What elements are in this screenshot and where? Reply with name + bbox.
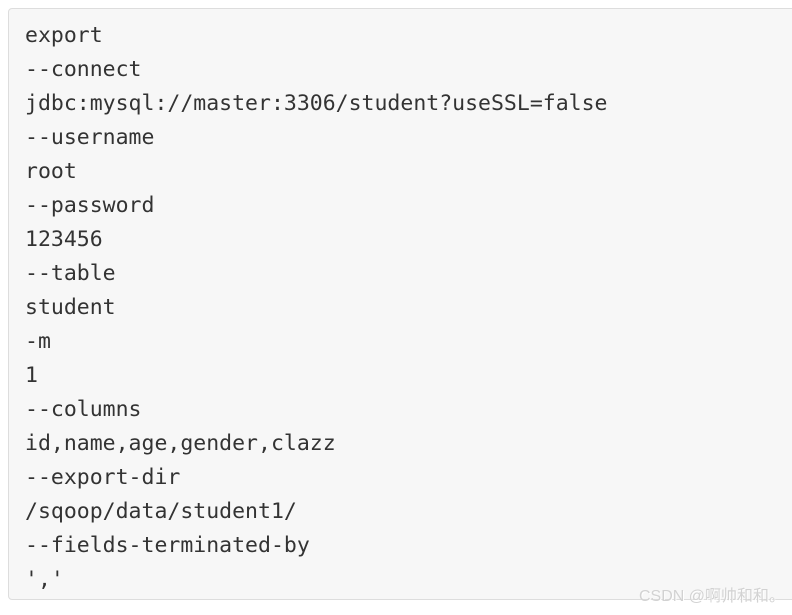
code-line: student [25, 295, 116, 320]
code-line: export [25, 23, 103, 48]
code-line: --username [25, 125, 155, 150]
code-line: --fields-terminated-by [25, 533, 310, 558]
code-line: id,name,age,gender,clazz [25, 431, 336, 456]
code-line: --columns [25, 397, 142, 422]
code-line: --connect [25, 57, 142, 82]
code-line: 1 [25, 363, 38, 388]
code-line: --export-dir [25, 465, 181, 490]
code-block: export --connect jdbc:mysql://master:3306/… [8, 8, 792, 600]
code-line: /sqoop/data/student1/ [25, 499, 297, 524]
code-line: 123456 [25, 227, 103, 252]
code-line: jdbc:mysql://master:3306/student?useSSL=… [25, 91, 608, 116]
code-line: ',' [25, 567, 64, 592]
code-line: -m [25, 329, 51, 354]
code-content: export --connect jdbc:mysql://master:3306/… [25, 19, 792, 597]
code-line: --table [25, 261, 116, 286]
code-line: root [25, 159, 77, 184]
code-line: --password [25, 193, 155, 218]
